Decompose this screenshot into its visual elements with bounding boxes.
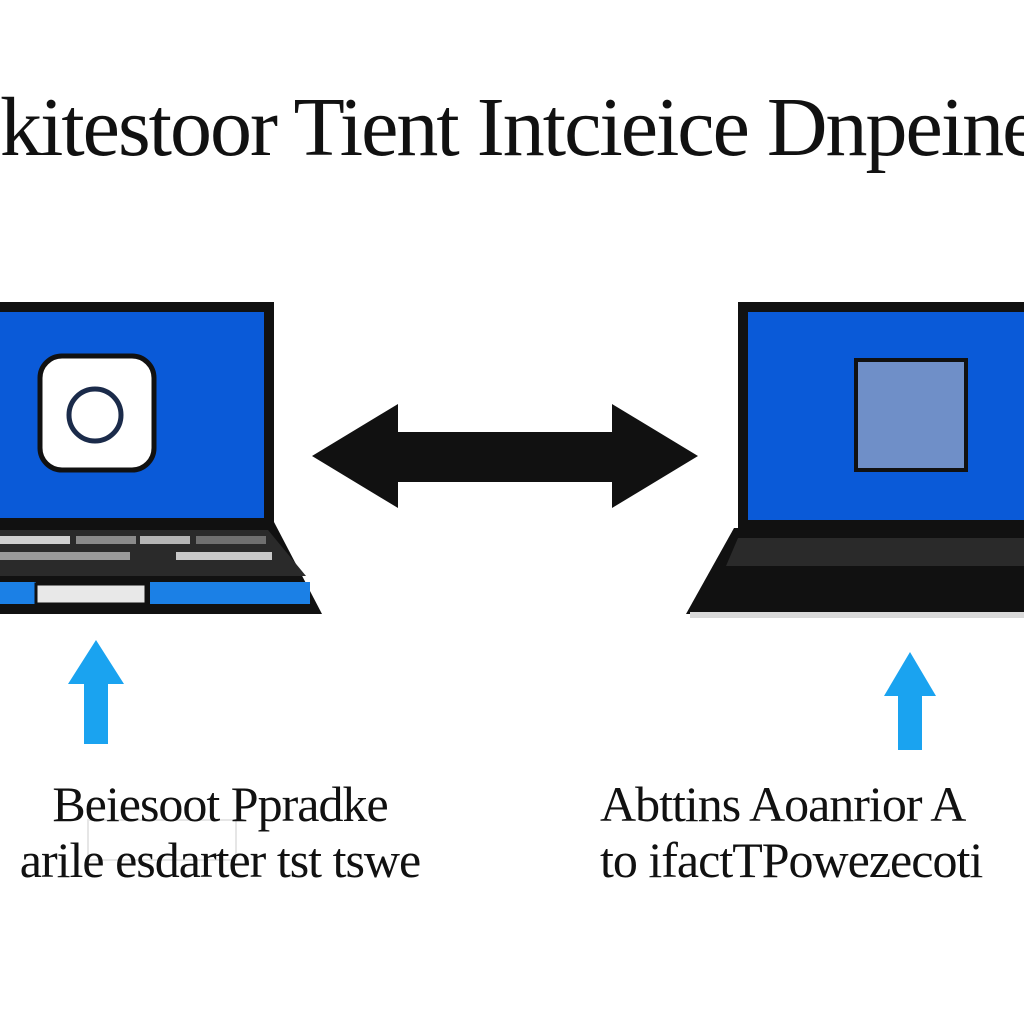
circle-app-icon [37, 353, 157, 473]
double-arrow-icon [312, 404, 698, 508]
left-caption-line1: Beiesoot Ppradke [52, 776, 388, 832]
left-laptop [0, 302, 322, 614]
right-caption-line2: to ifactTPowezecoti [600, 832, 983, 888]
caption-underlay [87, 819, 237, 861]
right-laptop [686, 302, 1024, 618]
arrow-up-icon [68, 640, 124, 744]
right-caption-line1: Abttins Aoanrior A [600, 776, 966, 832]
diagram-title: kitestoor Tient Intcieice Dnpeinew [0, 81, 1024, 174]
square-window-icon [854, 358, 968, 472]
left-caption-line2: arile esdarter tst tswe [19, 832, 421, 888]
left-laptop-keyboard [0, 522, 322, 614]
right-laptop-keyboard [686, 528, 1024, 618]
arrow-up-icon [884, 652, 936, 750]
